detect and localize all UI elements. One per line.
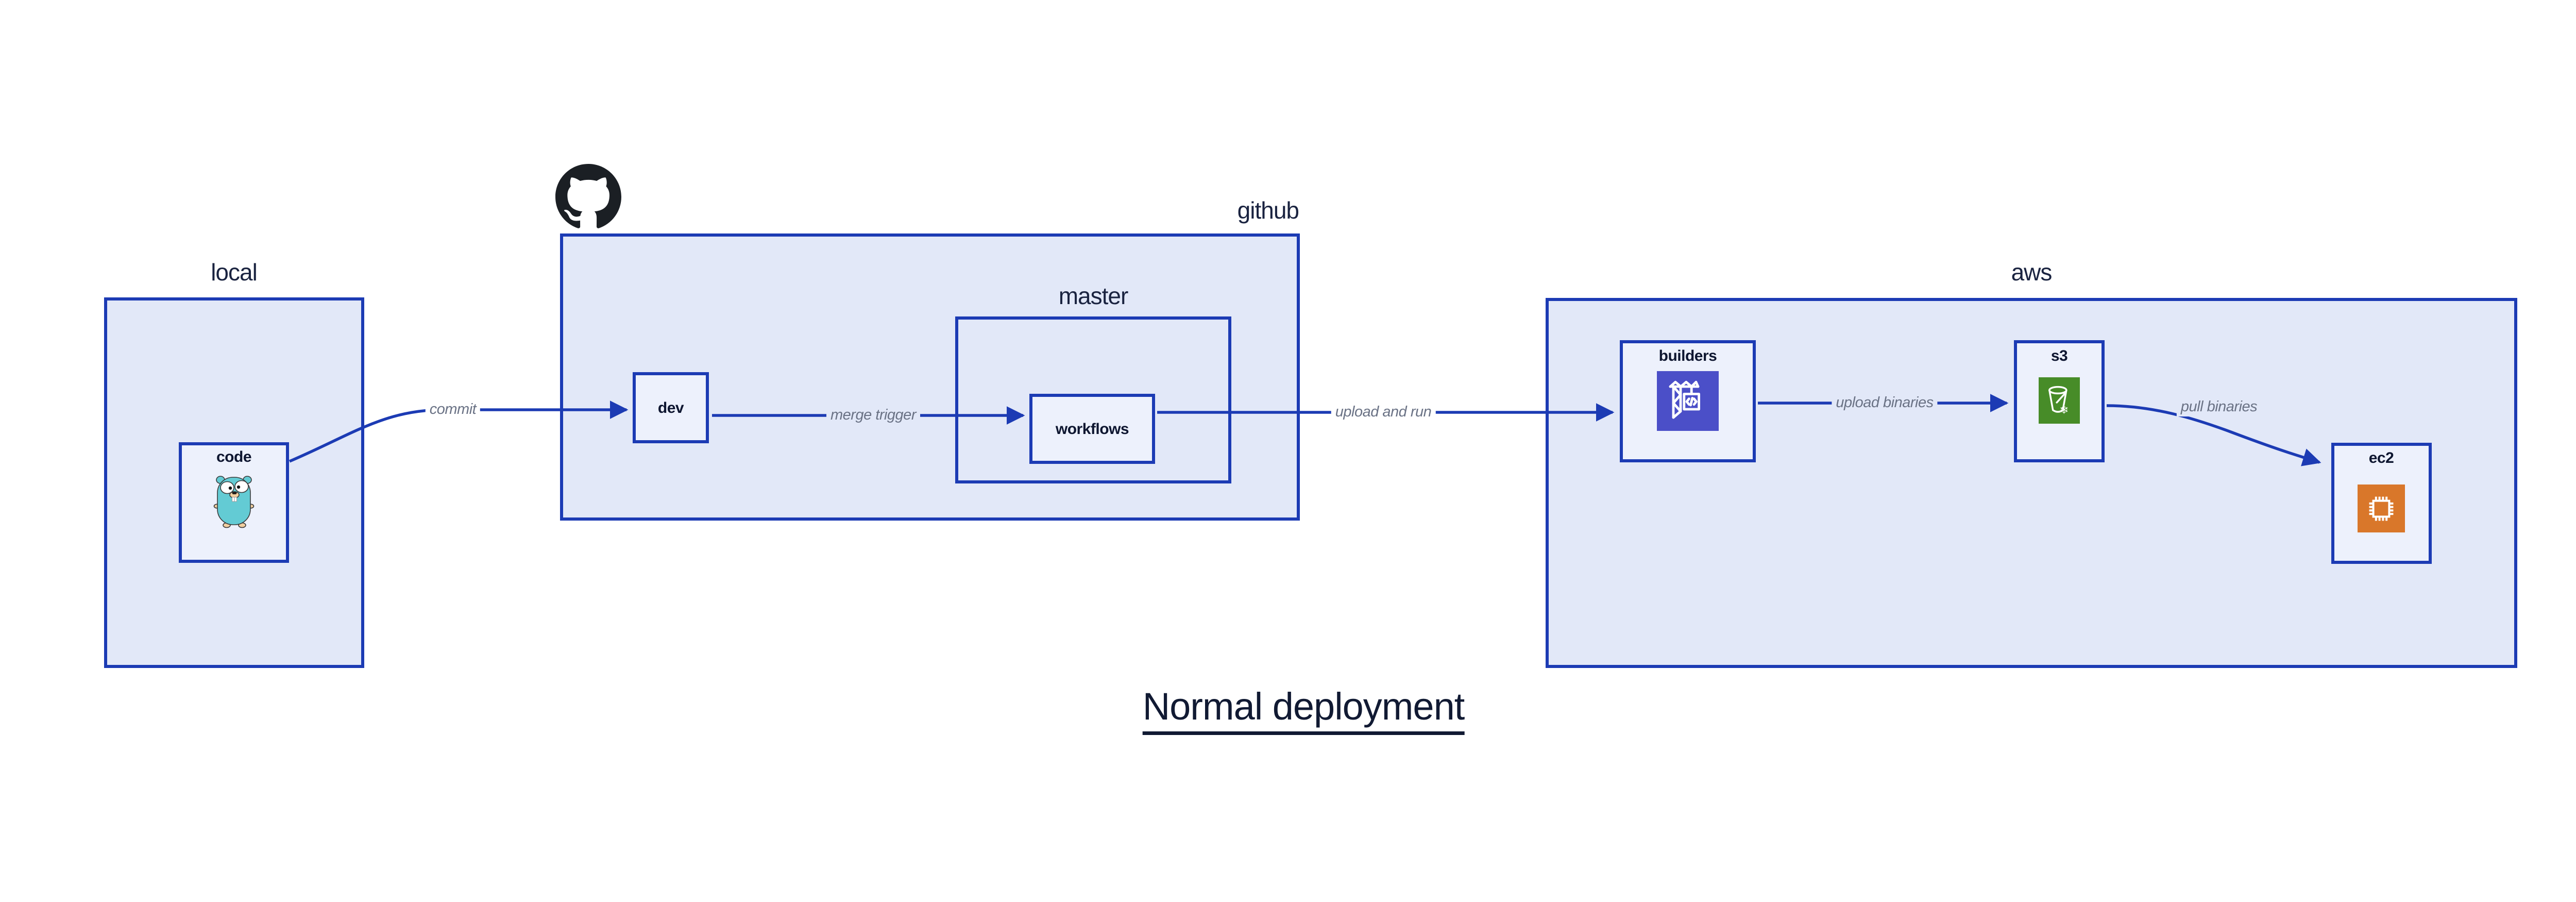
- node-dev: [633, 372, 709, 443]
- go-gopher-icon: [213, 472, 255, 530]
- node-label-builders: builders: [1658, 347, 1717, 364]
- node-label-dev: dev: [657, 399, 684, 416]
- edge-label-merge-trigger: merge trigger: [826, 406, 920, 425]
- node-label-code: code: [216, 448, 252, 465]
- edge-label-upload-binaries: upload binaries: [1832, 394, 1938, 412]
- diagram-title: Normal deployment: [1142, 686, 1465, 736]
- aws-ec2-chip-icon: [2358, 485, 2405, 532]
- group-label-master: master: [1058, 282, 1129, 309]
- node-label-ec2: ec2: [2368, 449, 2394, 466]
- svg-text:❄: ❄: [2059, 404, 2069, 416]
- node-label-workflows: workflows: [1055, 421, 1129, 438]
- aws-s3-glacier-icon: ❄: [2039, 377, 2080, 424]
- node-label-s3: s3: [2050, 347, 2068, 364]
- edge-label-upload-and-run: upload and run: [1331, 403, 1436, 422]
- aws-codebuild-icon: [1657, 371, 1719, 431]
- group-label-local: local: [211, 259, 258, 286]
- github-octocat-icon: [555, 164, 621, 230]
- node-workflows: [1029, 394, 1155, 464]
- edge-label-commit: commit: [425, 400, 481, 419]
- edge-label-pull-binaries: pull binaries: [2176, 398, 2262, 416]
- group-label-aws: aws: [2011, 259, 2053, 286]
- group-label-github: github: [1237, 197, 1299, 224]
